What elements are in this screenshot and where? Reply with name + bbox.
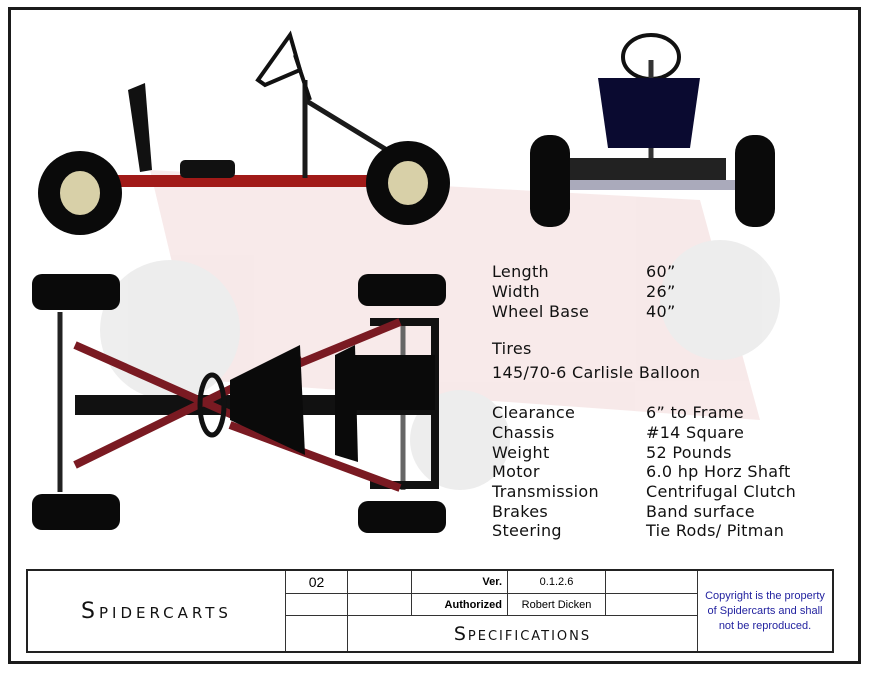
spec-value: #14 Square <box>646 423 745 442</box>
empty-cell <box>286 594 348 616</box>
rear-right-tire <box>32 494 120 530</box>
front-left-tire <box>358 274 446 306</box>
spec-value: 6.0 hp Horz Shaft <box>646 462 791 481</box>
tires-heading: Tires <box>492 339 532 358</box>
title-block: Spidercarts 02 Ver. 0.1.2.6 Authorized R… <box>26 569 834 653</box>
spec-value: 52 Pounds <box>646 443 732 462</box>
copyright-cell: Copyright is the property of Spidercarts… <box>698 571 832 651</box>
spec-label: Clearance <box>492 403 576 422</box>
company-name: Spidercarts <box>81 598 232 624</box>
rear-wheel <box>38 151 122 235</box>
spec-value: Centrifugal Clutch <box>646 482 797 501</box>
empty-cell <box>348 571 412 594</box>
document-title-cell: Specifications <box>348 616 698 651</box>
spec-value: Tie Rods/ Pitman <box>646 521 785 540</box>
front-wheel <box>366 141 450 225</box>
spec-value: 6” to Frame <box>646 403 744 422</box>
spec-label: Steering <box>492 521 562 540</box>
spec-value: 26” <box>646 282 676 301</box>
empty-cell <box>348 594 412 616</box>
spec-label: Weight <box>492 443 550 462</box>
spec-label: Brakes <box>492 502 549 521</box>
copyright-notice: Copyright is the property of Spidercarts… <box>705 589 825 632</box>
front-view <box>530 33 775 227</box>
document-title: Specifications <box>453 622 592 645</box>
rear-left-tire <box>32 274 120 310</box>
spec-label: Width <box>492 282 540 301</box>
tires-value: 145/70-6 Carlisle Balloon <box>492 363 701 382</box>
empty-cell <box>606 594 698 616</box>
version-label: Ver. <box>412 571 508 594</box>
spec-value: 60” <box>646 262 676 281</box>
spec-label: Transmission <box>492 482 599 501</box>
empty-cell <box>606 571 698 594</box>
front-right-tire <box>358 501 446 533</box>
spec-value: Band surface <box>646 502 755 521</box>
authorized-value: Robert Dicken <box>508 594 606 616</box>
background-ghost-render <box>100 170 780 490</box>
version-value: 0.1.2.6 <box>508 571 606 594</box>
sheet-number: 02 <box>286 571 348 594</box>
spec-label: Length <box>492 262 549 281</box>
authorized-label: Authorized <box>412 594 508 616</box>
company-cell: Spidercarts <box>28 571 286 651</box>
spec-label: Wheel Base <box>492 302 590 321</box>
spec-value: 40” <box>646 302 676 321</box>
empty-cell <box>286 616 348 651</box>
top-view <box>32 274 446 533</box>
side-view <box>38 30 450 235</box>
spec-label: Motor <box>492 462 540 481</box>
spec-label: Chassis <box>492 423 555 442</box>
